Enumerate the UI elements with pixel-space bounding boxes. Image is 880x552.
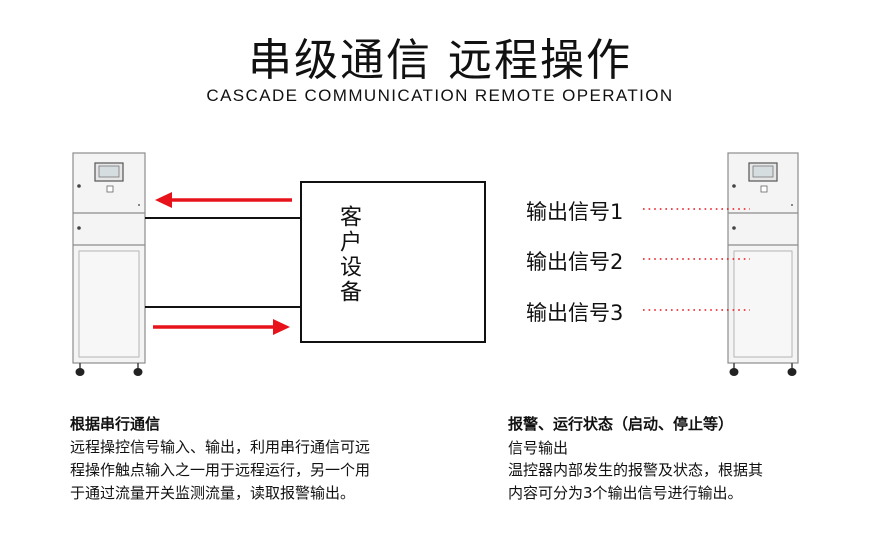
- right-section-title: 报警、运行状态（启动、停止等）: [508, 415, 734, 433]
- left-section-title: 根据串行通信: [70, 415, 161, 433]
- customer-device-box: [300, 181, 486, 343]
- left-text-line: 程操作触点输入之一用于远程运行，另一个用: [70, 461, 371, 479]
- right-cabinet-illustration: [727, 152, 799, 376]
- right-text-line: 温控器内部发生的报警及状态，根据其: [508, 461, 764, 479]
- left-section-text: 远程操控信号输入、输出，利用串行通信可远 程操作触点输入之一用于远程运行，另一个…: [70, 436, 370, 505]
- right-text-line: 内容可分为3个输出信号进行输出。: [508, 484, 743, 502]
- left-text-line: 远程操控信号输入、输出，利用串行通信可远: [70, 438, 371, 456]
- arrow-to-cabinet: [155, 192, 292, 208]
- page-subtitle: CASCADE COMMUNICATION REMOTE OPERATION: [206, 86, 674, 105]
- left-cabinet-illustration: [72, 152, 146, 376]
- left-text-line: 于通过流量开关监测流量，读取报警输出。: [70, 484, 356, 502]
- right-section-subtitle: 信号输出: [508, 439, 569, 457]
- page-title: 串级通信 远程操作: [248, 35, 632, 86]
- output-signal-1-label: 输出信号1: [526, 200, 624, 224]
- arrow-to-device: [153, 319, 290, 335]
- output-signal-2-label: 输出信号2: [526, 250, 624, 274]
- customer-device-label: 客户设备: [336, 205, 361, 305]
- right-section-text: 温控器内部发生的报警及状态，根据其 内容可分为3个输出信号进行输出。: [508, 459, 763, 505]
- output-signal-3-label: 输出信号3: [526, 301, 624, 325]
